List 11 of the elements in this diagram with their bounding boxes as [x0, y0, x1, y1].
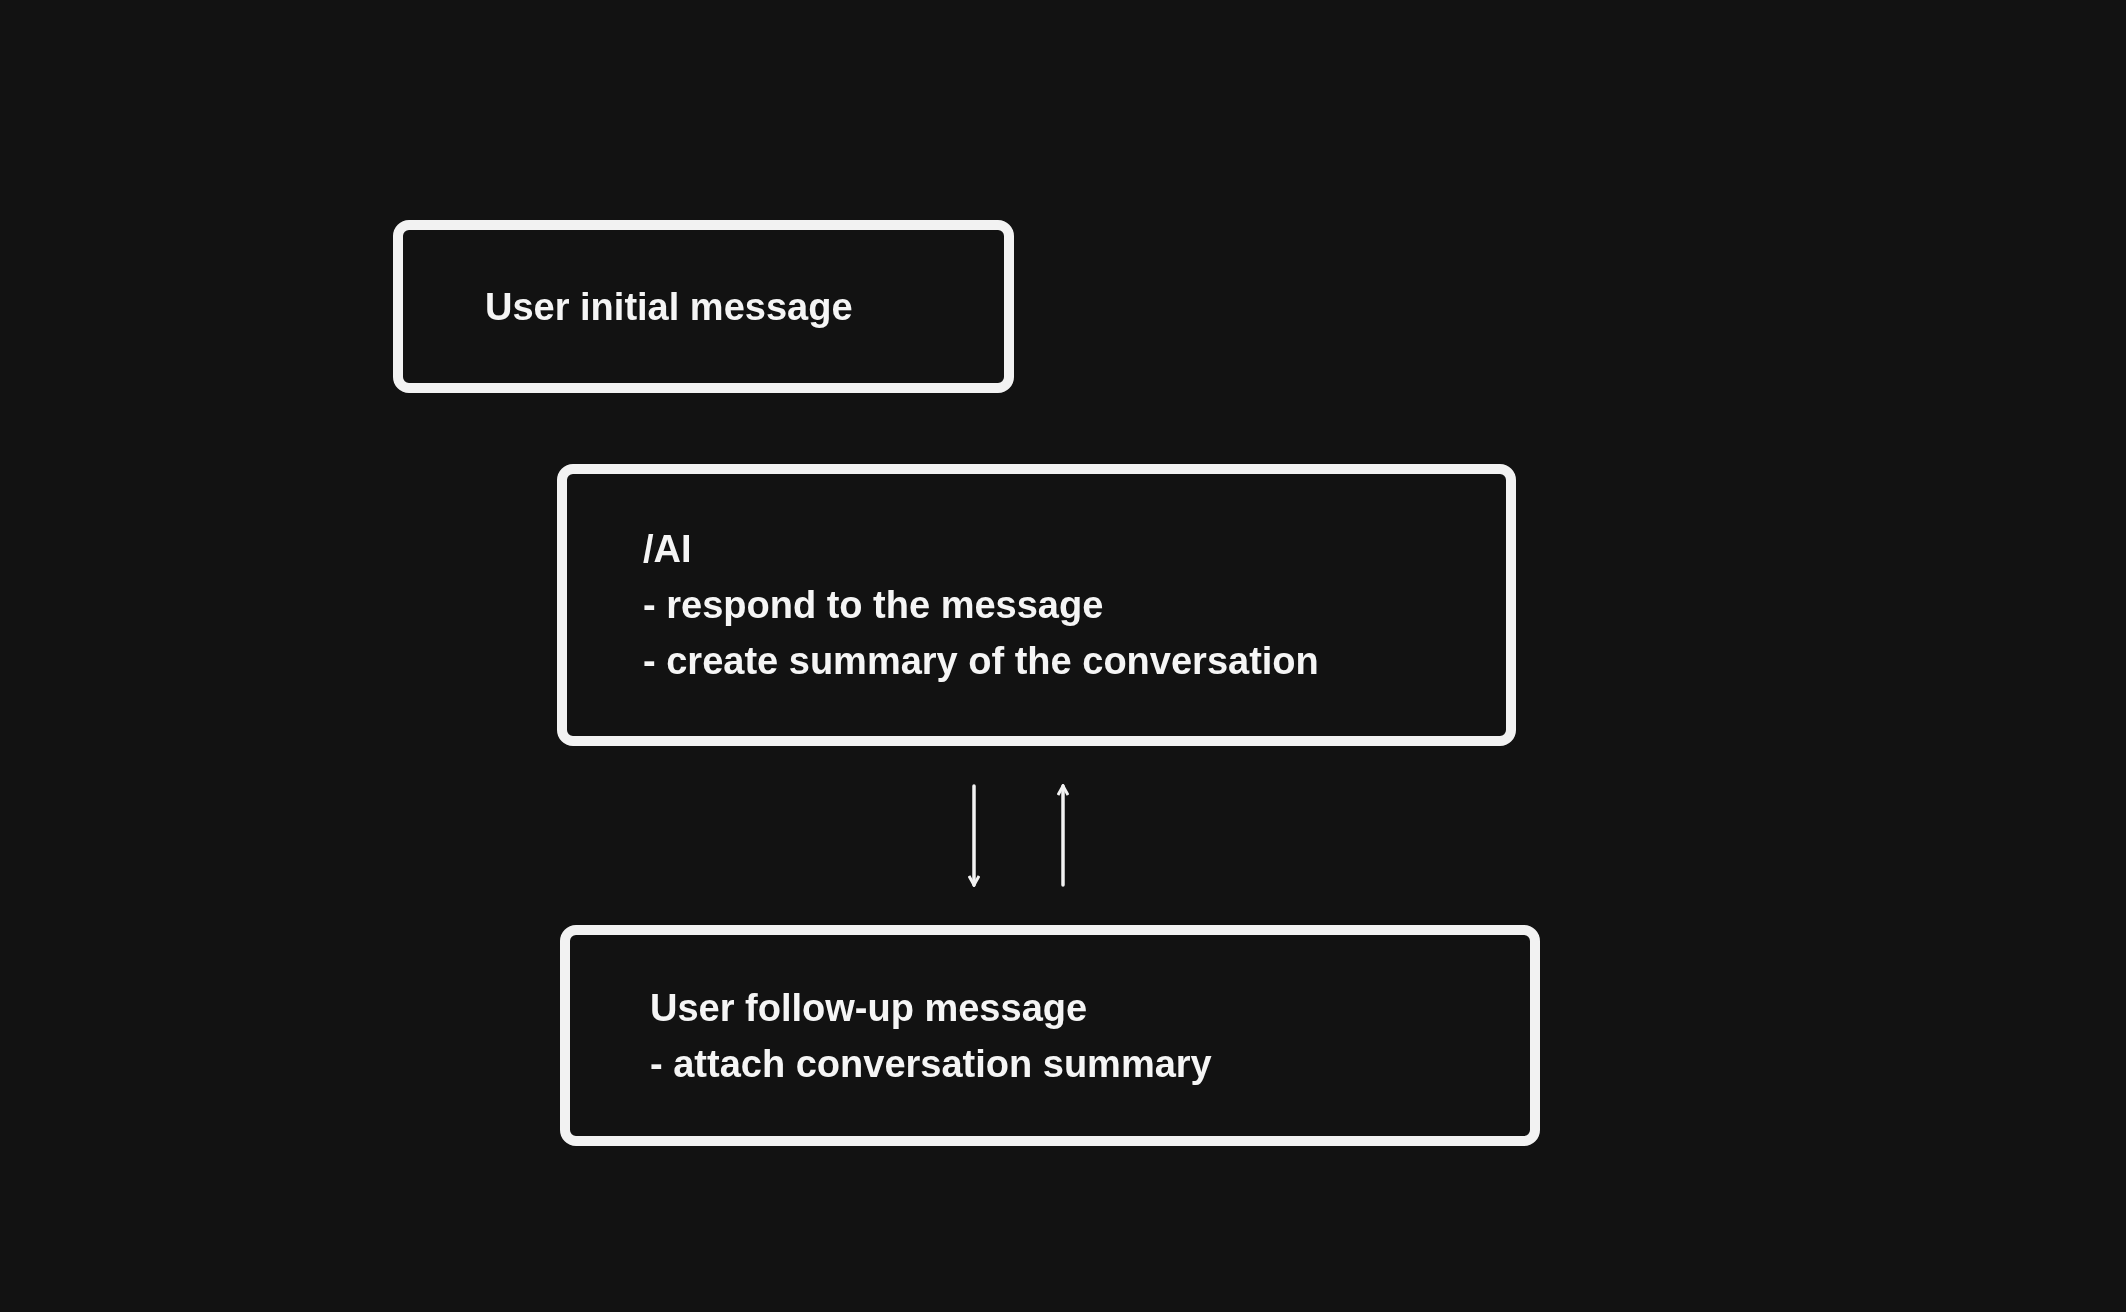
arrow — [967, 784, 981, 887]
process-box — [393, 220, 1014, 393]
box-text: User follow-up message — [650, 985, 1088, 1031]
process-box — [557, 464, 1516, 746]
box-text: - attach conversation summary — [650, 1041, 1212, 1087]
box-text: - create summary of the conversation — [643, 639, 1319, 684]
process-box — [560, 925, 1540, 1146]
box-text: /AI — [643, 527, 692, 572]
arrow — [1056, 784, 1070, 887]
box-text: - respond to the message — [643, 583, 1104, 628]
box-text: User initial message — [485, 284, 853, 330]
